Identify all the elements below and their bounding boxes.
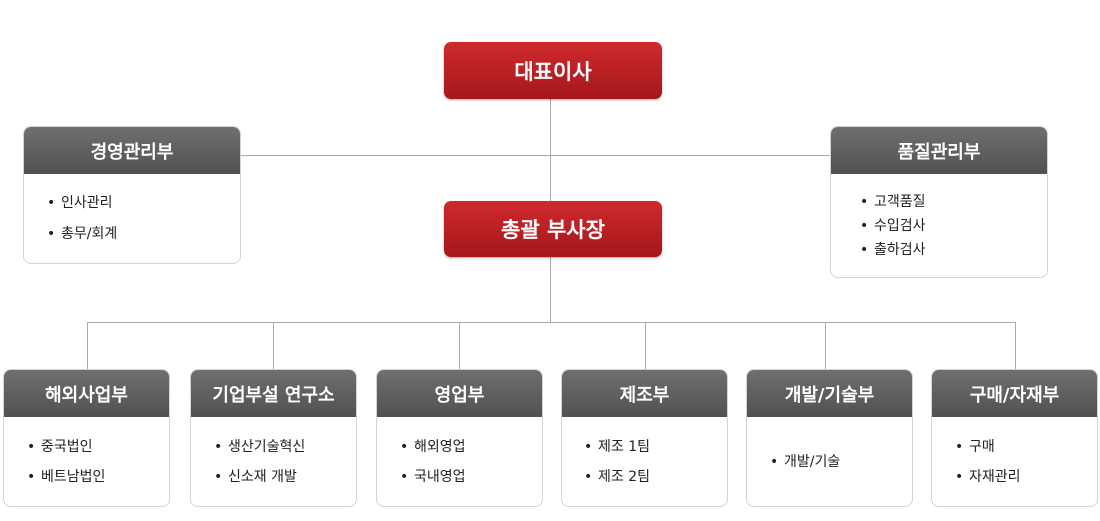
list-item: 인사관리 <box>47 188 240 219</box>
list-item: 총무/회계 <box>47 219 240 250</box>
dept-item-list: 구매 자재관리 <box>932 432 1097 492</box>
dept-title: 해외사업부 <box>45 384 128 406</box>
list-item: 중국법인 <box>27 432 169 462</box>
list-item: 베트남법인 <box>27 462 169 492</box>
dept-body: 중국법인 베트남법인 <box>4 417 169 506</box>
dept-body: 제조 1팀 제조 2팀 <box>562 417 727 506</box>
staff-dept-quality: 품질관리부 고객품질 수입검사 출하검사 <box>830 126 1048 278</box>
list-item: 제조 1팀 <box>584 432 727 462</box>
vp-label: 총괄 부사장 <box>501 218 605 242</box>
dept-body: 개발/기술 <box>747 417 912 506</box>
ceo-label: 대표이사 <box>514 59 592 84</box>
line-dept-sales: 영업부 해외영업 국내영업 <box>376 369 543 507</box>
dept-title: 경영관리부 <box>90 141 174 163</box>
dept-body: 해외영업 국내영업 <box>377 417 542 506</box>
dept-body: 구매 자재관리 <box>932 417 1097 506</box>
dept-item-list: 개발/기술 <box>747 447 912 477</box>
dept-title: 구매/자재부 <box>969 384 1060 406</box>
dept-title: 제조부 <box>619 384 670 406</box>
line-dept-manufacturing: 제조부 제조 1팀 제조 2팀 <box>561 369 728 507</box>
vp-box: 총괄 부사장 <box>444 201 662 257</box>
dept-body: 고객품질 수입검사 출하검사 <box>831 174 1047 277</box>
list-item: 출하검사 <box>860 238 1047 262</box>
list-item: 수입검사 <box>860 214 1047 238</box>
dept-header: 개발/기술부 <box>747 370 912 417</box>
dept-header: 구매/자재부 <box>932 370 1097 417</box>
dept-header: 경영관리부 <box>24 127 240 174</box>
dept-title: 개발/기술부 <box>784 384 875 406</box>
dept-item-list: 해외영업 국내영업 <box>377 432 542 492</box>
dept-item-list: 제조 1팀 제조 2팀 <box>562 432 727 492</box>
dept-header: 영업부 <box>377 370 542 417</box>
line-dept-overseas: 해외사업부 중국법인 베트남법인 <box>3 369 170 507</box>
dept-title: 기업부설 연구소 <box>212 384 335 406</box>
list-item: 개발/기술 <box>770 447 912 477</box>
dept-title: 품질관리부 <box>897 141 981 163</box>
dept-item-list: 인사관리 총무/회계 <box>24 188 240 250</box>
dept-header: 기업부설 연구소 <box>191 370 356 417</box>
dept-header: 품질관리부 <box>831 127 1047 174</box>
dept-item-list: 생산기술혁신 신소재 개발 <box>191 432 356 492</box>
staff-dept-management: 경영관리부 인사관리 총무/회계 <box>23 126 241 264</box>
list-item: 구매 <box>955 432 1097 462</box>
list-item: 국내영업 <box>400 462 542 492</box>
dept-header: 해외사업부 <box>4 370 169 417</box>
list-item: 고객품질 <box>860 190 1047 214</box>
dept-body: 인사관리 총무/회계 <box>24 174 240 263</box>
line-dept-research: 기업부설 연구소 생산기술혁신 신소재 개발 <box>190 369 357 507</box>
ceo-box: 대표이사 <box>444 42 662 99</box>
line-dept-development: 개발/기술부 개발/기술 <box>746 369 913 507</box>
list-item: 해외영업 <box>400 432 542 462</box>
list-item: 제조 2팀 <box>584 462 727 492</box>
dept-body: 생산기술혁신 신소재 개발 <box>191 417 356 506</box>
list-item: 신소재 개발 <box>214 462 356 492</box>
dept-item-list: 중국법인 베트남법인 <box>4 432 169 492</box>
line-dept-purchasing: 구매/자재부 구매 자재관리 <box>931 369 1098 507</box>
dept-header: 제조부 <box>562 370 727 417</box>
list-item: 자재관리 <box>955 462 1097 492</box>
dept-item-list: 고객품질 수입검사 출하검사 <box>831 190 1047 262</box>
list-item: 생산기술혁신 <box>214 432 356 462</box>
dept-title: 영업부 <box>434 384 485 406</box>
